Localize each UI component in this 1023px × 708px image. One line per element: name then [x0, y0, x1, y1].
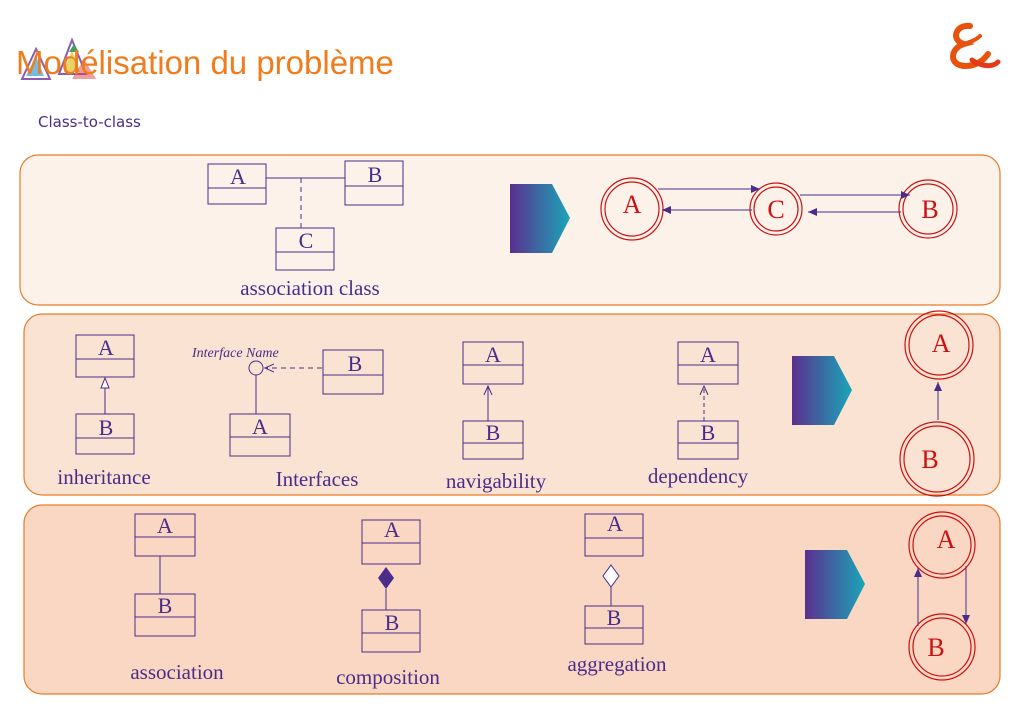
dependency-class-b: B — [701, 420, 716, 445]
graph-relationships: A B — [899, 310, 975, 497]
composition-diamond-icon — [378, 567, 394, 589]
interfaces-class-a: A — [252, 414, 268, 439]
interfaces-class-b: B — [348, 351, 363, 376]
class-a-label: A — [230, 164, 246, 189]
row3-node-b-label: B — [927, 633, 944, 662]
class-c-label: C — [299, 228, 314, 253]
brand-logo-icon — [950, 22, 1001, 70]
navigability-class-a: A — [485, 342, 501, 367]
uml-association: A B association — [130, 513, 224, 684]
association-class-caption: association class — [240, 276, 379, 300]
inheritance-class-b: B — [99, 415, 114, 440]
class-b-label: B — [368, 162, 383, 187]
uml-dependency: A B dependency — [648, 341, 749, 488]
transform-arrow-2 — [792, 356, 852, 425]
aggregation-class-b: B — [607, 605, 622, 630]
inheritance-class-a: A — [98, 335, 114, 360]
row2-node-b-label: B — [921, 445, 938, 474]
transform-arrow-3 — [805, 550, 865, 619]
navigability-caption: navigability — [446, 469, 547, 493]
graph-associations: A B — [908, 511, 976, 681]
association-class-b: B — [158, 593, 173, 618]
composition-class-a: A — [384, 517, 400, 542]
uml-composition: A B composition — [336, 517, 440, 689]
dependency-class-a: A — [700, 342, 716, 367]
row3-node-a-label: A — [937, 525, 956, 554]
triangle-logo-icon — [20, 37, 96, 80]
association-class-a: A — [157, 513, 173, 538]
uml-inheritance: A B inheritance — [57, 334, 151, 489]
node-b-label: B — [921, 195, 938, 224]
transform-arrow-1 — [510, 184, 570, 253]
association-caption: association — [130, 660, 224, 684]
composition-class-b: B — [385, 610, 400, 635]
navigability-class-b: B — [486, 420, 501, 445]
uml-navigability: A B navigability — [446, 341, 547, 493]
panel-associations — [23, 504, 1001, 695]
dependency-caption: dependency — [648, 464, 749, 488]
aggregation-class-a: A — [607, 511, 623, 536]
interfaces-caption: Interfaces — [276, 467, 359, 491]
panel-relationships — [23, 313, 1001, 496]
page-subtitle: Class-to-class — [38, 113, 141, 131]
uml-interfaces: Interface Name B A Interfaces — [191, 346, 384, 491]
uml-aggregation: A B aggregation — [567, 511, 667, 676]
graph-association-class: A C B — [600, 177, 958, 241]
aggregation-caption: aggregation — [567, 652, 667, 676]
uml-association-class: A B C association class — [207, 160, 404, 300]
page-title: Modélisation du problème — [16, 44, 394, 81]
row2-node-a-label: A — [932, 329, 951, 358]
node-a-label: A — [623, 190, 642, 219]
interface-name-label: Interface Name — [191, 346, 279, 361]
inheritance-caption: inheritance — [57, 465, 150, 489]
composition-caption: composition — [336, 665, 440, 689]
node-c-label: C — [767, 195, 784, 224]
